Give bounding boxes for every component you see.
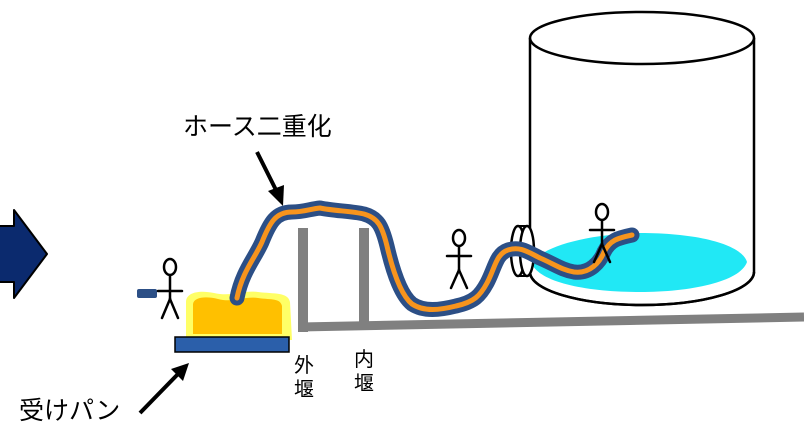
hose-callout-arrow (255, 151, 284, 206)
worker-figure (588, 202, 616, 264)
tank (528, 10, 756, 307)
outer-weir-label: 外堰 (294, 353, 314, 401)
pan-tray (174, 336, 290, 353)
receiving-pan-label: 受けパン (19, 396, 121, 425)
hose-label: ホース二重化 (183, 112, 332, 141)
hose-end (137, 289, 157, 298)
worker-figure (445, 228, 473, 290)
ground-line (299, 312, 804, 332)
tank-bottom-rim (528, 271, 756, 307)
pan-callout-arrow (138, 363, 189, 415)
tank-top (528, 10, 756, 66)
double-hose (229, 200, 640, 317)
worker-figure (156, 257, 184, 320)
inner-weir-label: 内堰 (354, 347, 374, 395)
flow-arrow-icon (0, 209, 48, 299)
receiving-pan (174, 291, 292, 353)
pan-liquid (193, 297, 282, 334)
